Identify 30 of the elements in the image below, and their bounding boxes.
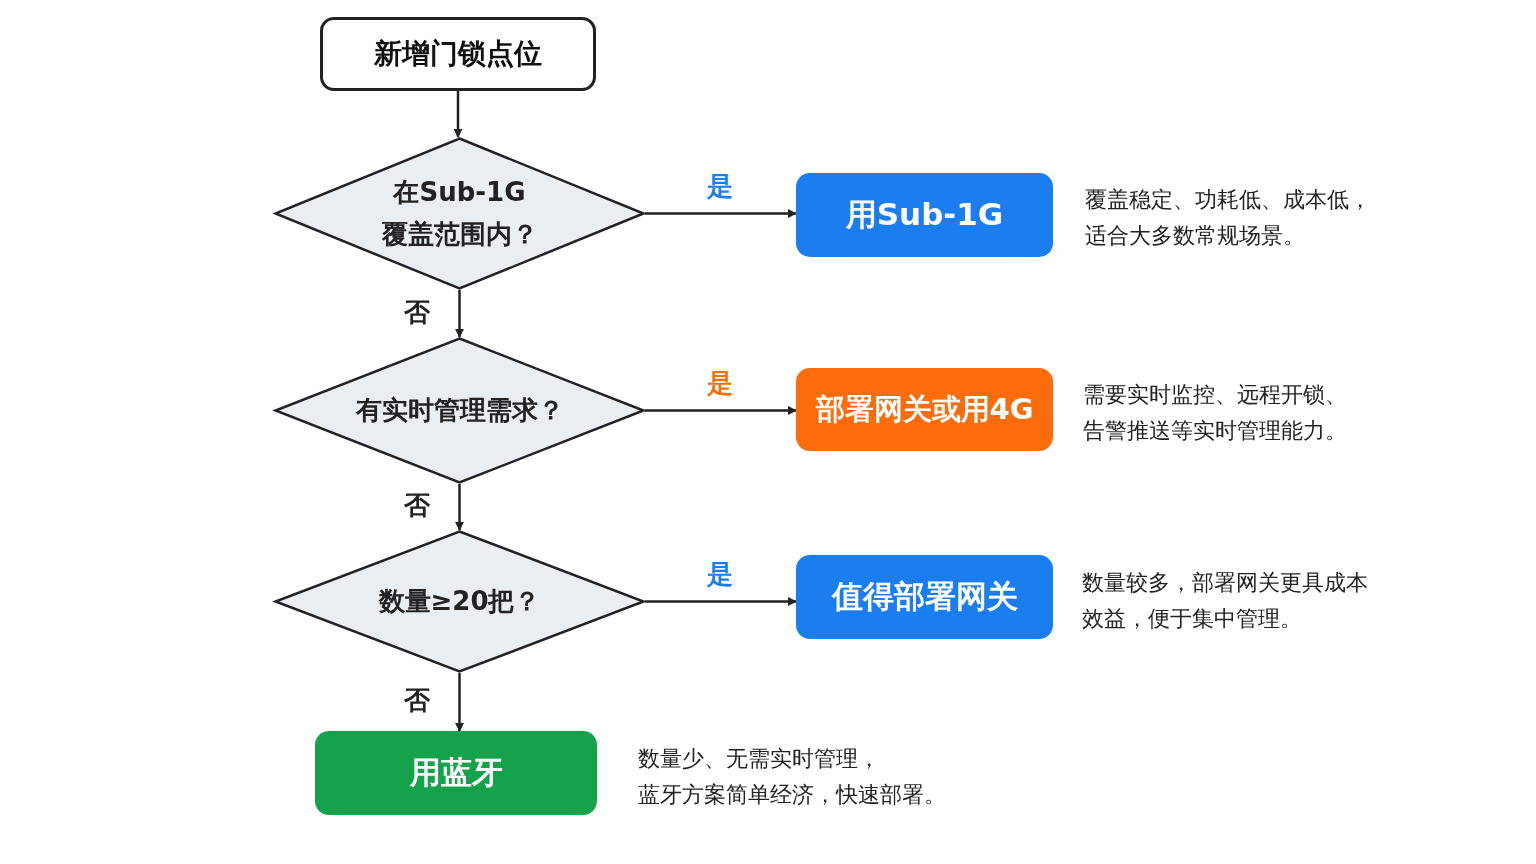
note-text: 数量较多，部署网关更具成本效益，便于集中管理。	[1082, 569, 1369, 634]
note-text: 需要实时监控、远程开锁、告警推送等实时管理能力。	[1083, 381, 1348, 446]
start-box	[320, 17, 596, 91]
process-box	[796, 173, 1053, 257]
process-box	[796, 368, 1053, 451]
decision-text: 在Sub-1G覆盖范围内？	[381, 175, 538, 251]
process-box	[796, 555, 1053, 639]
box-label: 值得部署网关	[831, 577, 1018, 617]
edge-label: 否	[401, 491, 432, 520]
box-label: 新增门锁点位	[374, 35, 542, 72]
edge-label: 否	[401, 297, 432, 327]
decision-text: 数量≥20把？	[378, 584, 541, 618]
edge-label: 是	[704, 368, 735, 398]
edge-label: 否	[401, 686, 432, 715]
arrow	[453, 91, 463, 138]
arrow	[645, 406, 797, 415]
arrow	[455, 290, 464, 338]
process-box	[315, 731, 597, 815]
decision-text: 有实时管理需求？	[355, 393, 564, 427]
arrow	[455, 484, 464, 531]
note-text: 覆盖稳定、功耗低、成本低，适合大多数常规场景。	[1085, 186, 1372, 251]
box-label: 用Sub-1G	[845, 195, 1004, 235]
edge-label: 是	[704, 171, 735, 201]
box-label: 用蓝牙	[409, 753, 503, 793]
arrow	[645, 597, 797, 606]
arrow	[645, 209, 797, 218]
box-label: 部署网关或用4G	[815, 391, 1034, 429]
edge-label: 是	[704, 559, 735, 589]
note-text: 数量少、无需实时管理，蓝牙方案简单经济，快速部署。	[638, 745, 947, 810]
arrow	[455, 673, 464, 732]
